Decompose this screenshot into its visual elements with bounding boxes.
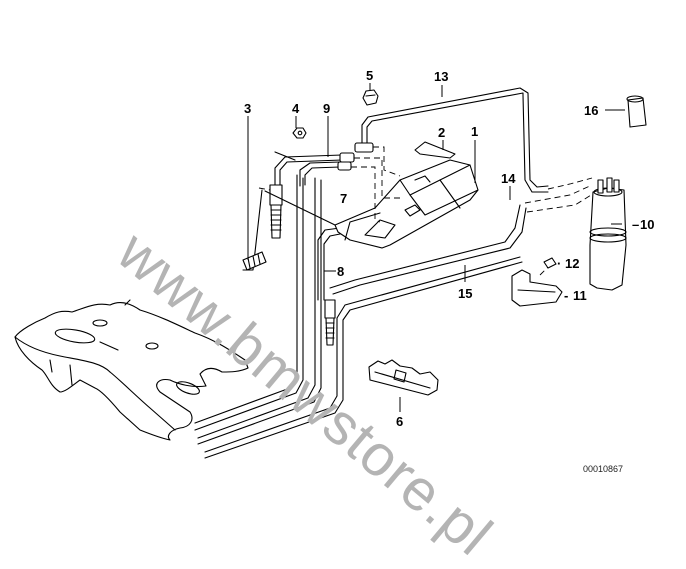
clip-3 bbox=[242, 251, 267, 271]
assembly-dashed-lines bbox=[242, 146, 597, 276]
callout-11: 11 bbox=[573, 288, 587, 303]
reference-number: 00010867 bbox=[583, 464, 624, 474]
callout-7: 7 bbox=[340, 191, 347, 206]
callout-6: 6 bbox=[396, 414, 403, 429]
callout-labels: 1 2 3 4 5 6 7 8 9 10 11 12 13 14 15 16 -… bbox=[244, 68, 654, 429]
svg-text:·: · bbox=[557, 256, 561, 271]
hose-8 bbox=[317, 227, 341, 346]
callout-3: 3 bbox=[244, 101, 251, 116]
holder-clip-6 bbox=[368, 359, 439, 396]
callout-5: 5 bbox=[366, 68, 373, 83]
nut-4 bbox=[292, 127, 307, 139]
charcoal-canister bbox=[334, 159, 479, 249]
bolt-12 bbox=[543, 257, 557, 269]
callout-9: 9 bbox=[323, 101, 330, 116]
callout-13: 13 bbox=[434, 69, 448, 84]
callout-16: 16 bbox=[584, 103, 598, 118]
filter-10 bbox=[589, 177, 627, 291]
callout-12: 12 bbox=[565, 256, 579, 271]
callout-15: 15 bbox=[458, 286, 472, 301]
callout-4: 4 bbox=[292, 101, 300, 116]
svg-text:-: - bbox=[564, 288, 568, 303]
callout-1: 1 bbox=[471, 124, 478, 139]
callout-14: 14 bbox=[501, 171, 516, 186]
callout-8: 8 bbox=[337, 264, 344, 279]
fuel-lines bbox=[194, 174, 527, 459]
fuel-tank bbox=[14, 299, 249, 441]
callout-leaders bbox=[247, 83, 625, 412]
svg-text:–: – bbox=[632, 217, 639, 232]
strap-11 bbox=[511, 269, 563, 307]
parts-diagram: 1 2 3 4 5 6 7 8 9 10 11 12 13 14 15 16 -… bbox=[14, 68, 654, 459]
bracket-2 bbox=[414, 141, 456, 159]
cap-5 bbox=[362, 89, 379, 106]
vent-hose-9 bbox=[269, 152, 355, 239]
callout-10: 10 bbox=[640, 217, 654, 232]
callout-2: 2 bbox=[438, 125, 445, 140]
fuel-line-13 bbox=[354, 87, 549, 193]
sleeve-16 bbox=[626, 95, 647, 128]
